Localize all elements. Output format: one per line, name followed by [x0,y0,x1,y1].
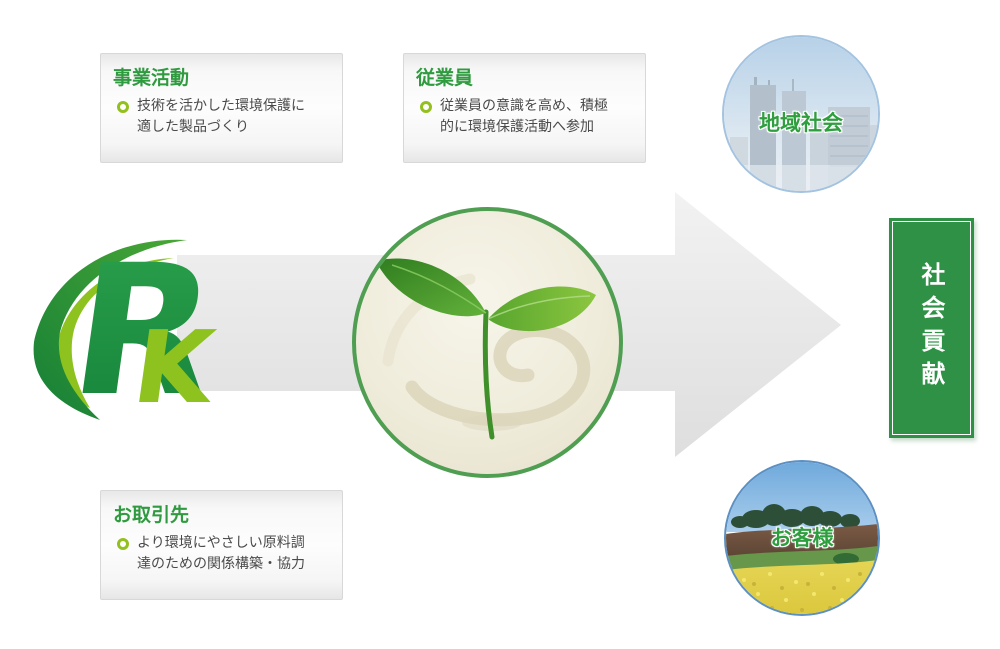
sprout-photo-circle [352,207,623,478]
customers-label: お客様 [770,526,834,550]
flower-field-illustration [726,462,878,614]
goal-box-social-contribution: 社会貢献 [889,218,974,438]
box-business-text: 技術を活かした環境保護に適した製品づくり [137,98,305,135]
box-partners-title: お取引先 [113,504,190,526]
community-label: 地域社会 [759,111,843,135]
bullet-ring-icon [420,101,432,113]
box-employees: 従業員 従業員の意識を高め、積極的に環境保護活動へ参加 [403,53,646,163]
bullet-ring-icon [117,538,129,550]
city-skyline-illustration [724,37,878,191]
box-employees-title: 従業員 [416,67,474,89]
box-employees-text: 従業員の意識を高め、積極的に環境保護活動へ参加 [440,98,608,135]
svg-text:R: R [60,232,224,427]
goal-label: 社会貢献 [917,262,945,394]
customers-circle: お客様 [724,460,880,616]
company-logo-rk-icon: R K [33,232,224,427]
community-circle: 地域社会 [722,35,880,193]
box-partners-text: より環境にやさしい原料調達のための関係構築・協力 [137,535,305,572]
goal-box-inner-border: 社会貢献 [892,221,971,435]
box-partners-bullet-row: より環境にやさしい原料調達のための関係構築・協力 [117,533,332,575]
bullet-ring-icon [117,101,129,113]
box-business-activities: 事業活動 技術を活かした環境保護に適した製品づくり [100,53,343,163]
box-business-bullet-row: 技術を活かした環境保護に適した製品づくり [117,96,332,138]
box-employees-bullet-row: 従業員の意識を高め、積極的に環境保護活動へ参加 [420,96,635,138]
svg-text:K: K [127,309,224,425]
box-business-title: 事業活動 [113,67,190,89]
box-partners: お取引先 より環境にやさしい原料調達のための関係構築・協力 [100,490,343,600]
sprout-in-sand-illustration [376,258,596,440]
